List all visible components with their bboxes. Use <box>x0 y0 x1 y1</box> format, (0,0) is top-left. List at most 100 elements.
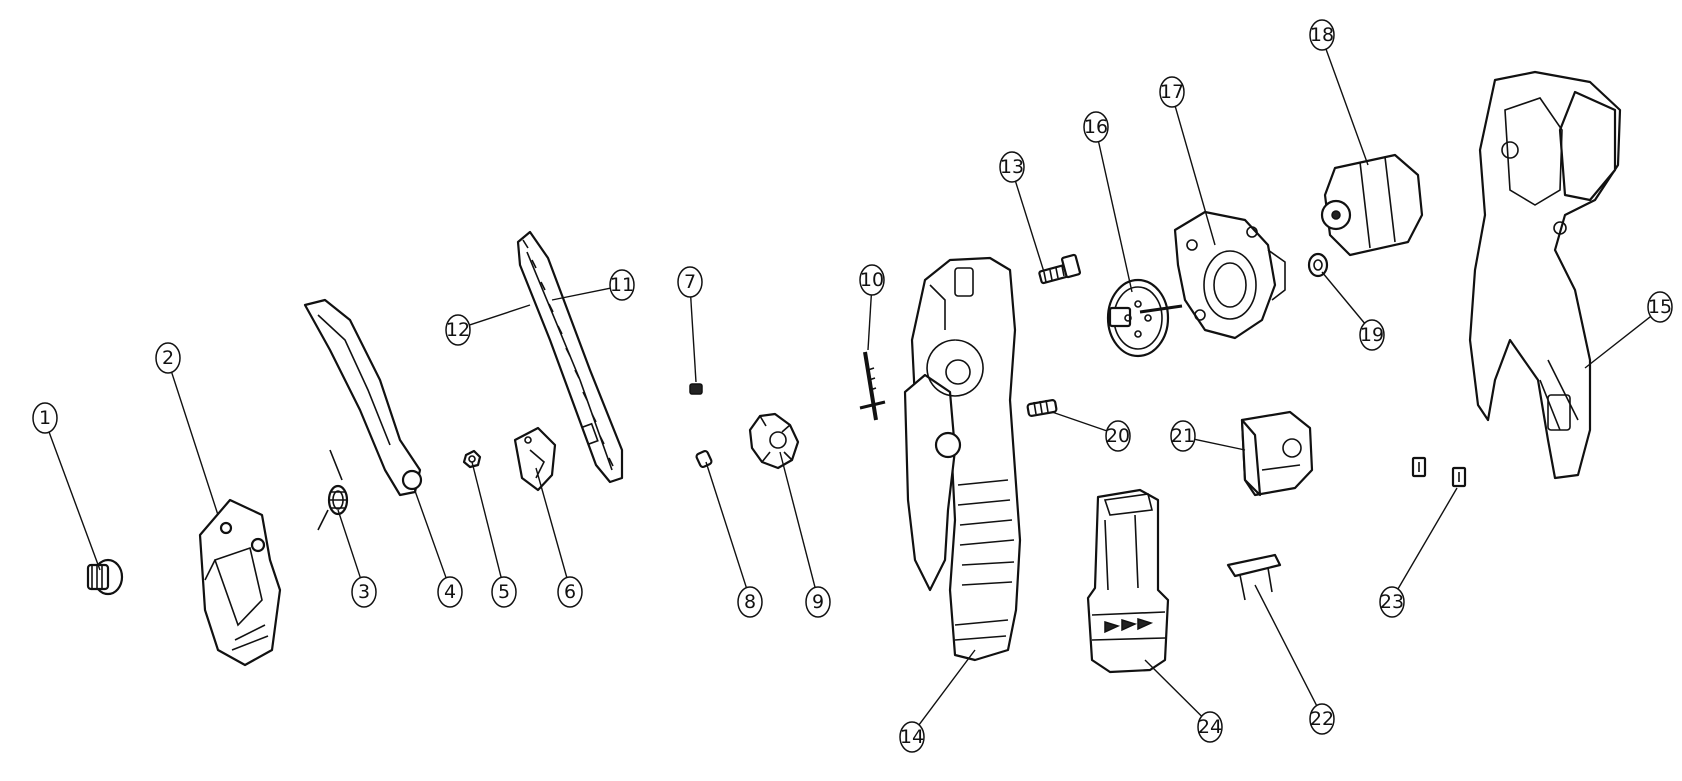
callout-circle-10 <box>859 264 885 296</box>
part-23-contacts <box>1411 456 1467 488</box>
leader-line-11 <box>551 287 611 301</box>
part-22-latch <box>1226 553 1282 601</box>
part-2-side-cover <box>198 498 282 667</box>
callout-circle-6 <box>557 576 583 608</box>
leader-line-7 <box>690 296 697 383</box>
callout-number-24: 24 <box>1198 716 1222 738</box>
leader-line-6 <box>535 467 568 578</box>
leader-line-22 <box>1254 584 1318 706</box>
callout-circle-1 <box>32 402 58 434</box>
leader-lines <box>48 48 1652 726</box>
callout-number-6: 6 <box>564 581 576 603</box>
callout-18: 18 <box>1309 19 1335 51</box>
callout-9: 9 <box>805 586 831 618</box>
part-18-motor <box>1320 153 1424 257</box>
part-4-bar-cover <box>303 298 423 497</box>
callout-13: 13 <box>999 151 1025 183</box>
callout-1: 1 <box>32 402 58 434</box>
callout-20: 20 <box>1105 420 1131 452</box>
callout-16: 16 <box>1083 111 1109 143</box>
callout-number-5: 5 <box>498 581 510 603</box>
part-1-knob <box>86 558 124 596</box>
callout-4: 4 <box>437 576 463 608</box>
callout-19: 19 <box>1359 319 1385 351</box>
leader-line-9 <box>779 451 816 588</box>
leader-line-23 <box>1397 487 1458 590</box>
callout-circle-7 <box>677 266 703 298</box>
callout-number-18: 18 <box>1310 24 1334 46</box>
callout-number-23: 23 <box>1380 591 1404 613</box>
callout-7: 7 <box>677 266 703 298</box>
callout-15: 15 <box>1647 291 1673 323</box>
callout-24: 24 <box>1197 711 1223 743</box>
leader-line-19 <box>1321 271 1366 324</box>
leader-line-3 <box>337 509 362 578</box>
leader-line-24 <box>1144 659 1203 717</box>
part-6-plate <box>513 426 557 492</box>
callout-10: 10 <box>859 264 885 296</box>
leader-line-4 <box>413 487 447 579</box>
callout-21: 21 <box>1170 420 1196 452</box>
callout-number-21: 21 <box>1171 425 1195 447</box>
callout-circle-19 <box>1359 319 1385 351</box>
leader-line-10 <box>867 294 873 351</box>
callout-number-12: 12 <box>446 319 470 341</box>
callout-number-16: 16 <box>1084 116 1108 138</box>
callout-circle-21 <box>1170 420 1196 452</box>
callout-3: 3 <box>351 576 377 608</box>
callout-number-2: 2 <box>162 347 174 369</box>
callout-number-3: 3 <box>358 581 370 603</box>
leader-line-20 <box>1051 411 1107 432</box>
callout-number-1: 1 <box>39 407 51 429</box>
leader-line-1 <box>48 431 101 571</box>
part-14-left-housing <box>903 256 1022 662</box>
callout-circle-13 <box>999 151 1025 183</box>
leader-line-15 <box>1584 315 1652 369</box>
leader-line-5 <box>471 461 502 578</box>
callout-number-4: 4 <box>444 581 456 603</box>
part-20-pin <box>1026 399 1058 417</box>
callout-circle-9 <box>805 586 831 618</box>
callout-11: 11 <box>609 269 635 301</box>
leader-line-21 <box>1194 438 1246 451</box>
part-8-nut <box>695 450 713 468</box>
callout-number-22: 22 <box>1310 708 1334 730</box>
leader-line-17 <box>1174 106 1216 246</box>
callout-circle-22 <box>1309 703 1335 735</box>
callout-14: 14 <box>899 721 925 753</box>
leader-line-13 <box>1014 181 1045 273</box>
callout-circle-2 <box>155 342 181 374</box>
callout-circle-20 <box>1105 420 1131 452</box>
callout-number-11: 11 <box>610 274 634 296</box>
part-5-nut <box>462 449 482 469</box>
leader-line-14 <box>918 649 976 726</box>
callout-circle-11 <box>609 269 635 301</box>
callout-2: 2 <box>155 342 181 374</box>
part-15-right-housing <box>1468 70 1622 480</box>
part-9-sprocket <box>748 412 800 470</box>
callout-circle-16 <box>1083 111 1109 143</box>
part-10-screw <box>859 351 886 421</box>
part-17-gearbox <box>1173 210 1286 340</box>
callout-circle-5 <box>491 576 517 608</box>
leader-line-12 <box>469 304 531 326</box>
callout-number-14: 14 <box>900 726 924 748</box>
part-16-gear <box>1106 278 1183 358</box>
part-11-12-chain-and-bar <box>516 230 624 484</box>
callout-23: 23 <box>1379 586 1405 618</box>
callout-circle-15 <box>1647 291 1673 323</box>
callout-number-17: 17 <box>1160 81 1184 103</box>
callout-circle-12 <box>445 314 471 346</box>
callout-22: 22 <box>1309 703 1335 735</box>
callout-circle-3 <box>351 576 377 608</box>
callout-circle-4 <box>437 576 463 608</box>
part-24-battery <box>1086 488 1170 674</box>
callout-5: 5 <box>491 576 517 608</box>
part-19-washer <box>1307 252 1329 278</box>
callout-8: 8 <box>737 586 763 618</box>
leader-line-16 <box>1097 141 1133 293</box>
callout-circle-8 <box>737 586 763 618</box>
